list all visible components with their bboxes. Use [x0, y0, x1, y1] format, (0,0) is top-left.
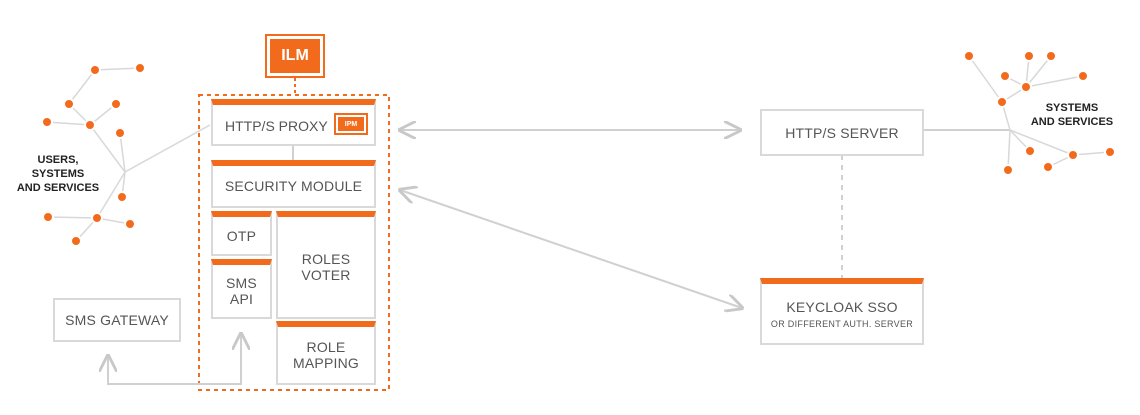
ilm-container	[198, 94, 390, 391]
otp-box: OTP	[211, 211, 272, 256]
ilm-label: ILM	[270, 39, 320, 73]
role-mapping-box: ROLE MAPPING	[276, 321, 376, 385]
sms-api-label-line-1: SMS	[226, 275, 257, 291]
role-mapping-label-line-2: MAPPING	[293, 355, 359, 371]
security-keycloak-arrow	[400, 190, 742, 308]
keycloak-label: KEYCLOAK SSO	[786, 298, 898, 315]
ipm-label: IPM	[338, 117, 364, 131]
security-module-label: SECURITY MODULE	[224, 178, 363, 194]
sms-gateway-box: SMS GATEWAY	[53, 298, 181, 342]
keycloak-sublabel: OR DIFFERENT AUTH. SERVER	[770, 318, 914, 329]
right-network-tree	[968, 55, 1111, 171]
right-network-nodes	[963, 50, 1116, 176]
roles-voter-box: ROLES VOTER	[276, 211, 376, 319]
http-server-label: HTTP/S SERVER	[785, 124, 899, 141]
sms-api-label-line-2: API	[229, 291, 254, 307]
right-group-label: SYSTEMS AND SERVICES	[1030, 102, 1114, 128]
security-module-box: SECURITY MODULE	[211, 160, 376, 208]
http-server-box: HTTP/S SERVER	[760, 109, 924, 156]
ipm-badge: IPM	[334, 113, 368, 135]
sms-api-gateway-path	[108, 334, 241, 385]
role-mapping-label-line-1: ROLE	[306, 339, 346, 355]
roles-voter-label-line-1: ROLES	[301, 251, 351, 267]
left-network-nodes	[41, 62, 146, 247]
sms-api-box: SMS API	[211, 259, 272, 319]
keycloak-box: KEYCLOAK SSO OR DIFFERENT AUTH. SERVER	[760, 278, 924, 345]
http-proxy-label: HTTP/S PROXY	[225, 118, 328, 134]
roles-voter-label-line-2: VOTER	[301, 267, 351, 283]
ilm-badge: ILM	[265, 34, 325, 78]
left-group-label: USERS, SYSTEMS AND SERVICES	[16, 154, 100, 194]
sms-gateway-label: SMS GATEWAY	[65, 312, 169, 328]
otp-label: OTP	[226, 227, 257, 244]
left-network-tree	[46, 67, 211, 242]
